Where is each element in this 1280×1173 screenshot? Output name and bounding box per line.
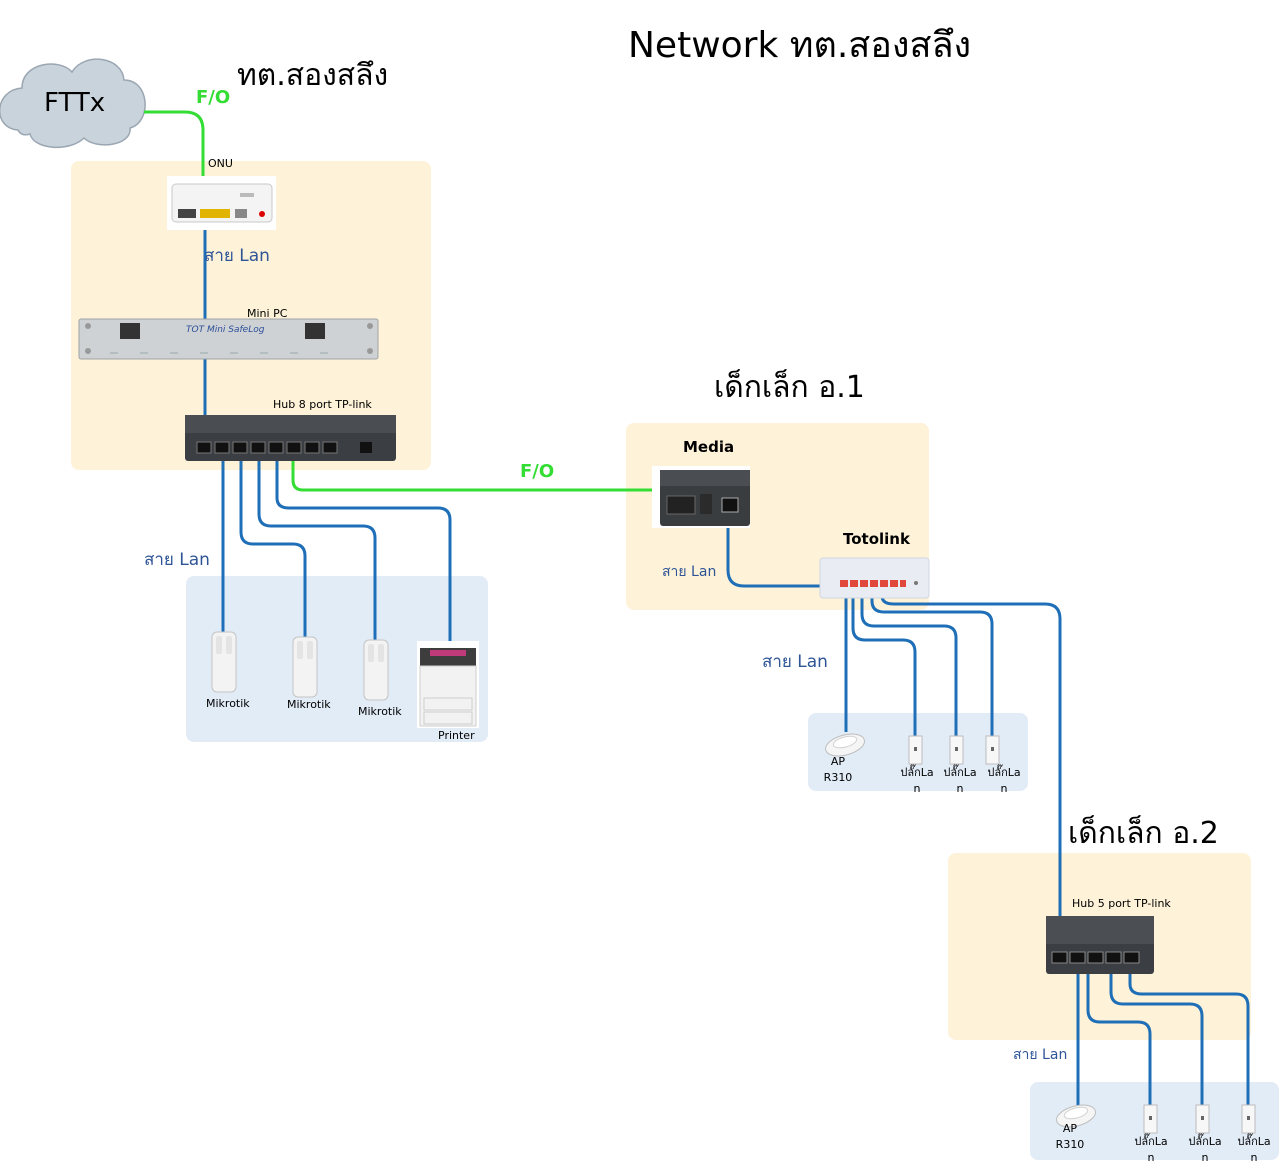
lan-line-hub-mikrotik-2 (239, 450, 307, 637)
lan-line-hub-mikrotik-3 (257, 450, 377, 640)
mikrotik-label-1: Mikrotik (206, 697, 250, 710)
plug-label-1b: ปลั๊กLa n (943, 766, 977, 795)
fiber-label-fttx: F/O (196, 87, 231, 108)
plug-label-2c: ปลั๊กLa n (1237, 1135, 1271, 1164)
fiber-line-fttx-onu (144, 110, 205, 176)
mini-pc-label: Mini PC (247, 307, 288, 320)
lan-label-site-1-media: สาย Lan (662, 564, 717, 580)
mikrotik-device-3 (363, 639, 389, 701)
lan-line-media-totolink (726, 512, 830, 588)
lan-line-hub5-plug-1 (1086, 962, 1152, 1105)
mikrotik-device-2 (292, 636, 318, 698)
plug-label-2a: ปลั๊กLa n (1134, 1135, 1168, 1164)
mikrotik-label-3: Mikrotik (358, 705, 402, 718)
media-label: Media (683, 438, 735, 456)
hub-5-port-label: Hub 5 port TP-link (1072, 897, 1171, 910)
lan-plug-device-1b (949, 735, 964, 765)
diagram-title: Network ทต.สองสลึง (628, 25, 972, 66)
lan-plug-device-1c (985, 735, 1000, 765)
lan-line-totolink-plug-2 (860, 588, 958, 736)
mini-pc-device (78, 318, 379, 360)
mikrotik-label-2: Mikrotik (287, 698, 331, 711)
totolink-label: Totolink (843, 530, 910, 548)
printer-device (417, 641, 479, 728)
cloud-label: FTTx (44, 88, 106, 118)
plug-label-2b: ปลั๊กLa n (1188, 1135, 1222, 1164)
lan-label-main-top: สาย Lan (204, 246, 270, 266)
lan-line-totolink-plug-1 (851, 588, 917, 736)
lan-label-site-2: สาย Lan (1013, 1047, 1068, 1063)
ap-device-2 (1056, 1104, 1096, 1128)
media-converter-device (652, 466, 750, 528)
onu-label: ONU (208, 157, 233, 170)
plug-label-1c: ปลั๊กLa n (987, 766, 1021, 795)
lan-line-hub-printer (275, 450, 452, 643)
lan-plug-device-1a (908, 735, 923, 765)
ap-label-1: AP R310 (823, 755, 853, 784)
plug-label-1a: ปลั๊กLa n (900, 766, 934, 795)
lan-line-hub5-plug-2 (1109, 962, 1204, 1105)
fiber-line-hub-media (291, 450, 662, 492)
mini-pc-brand: TOT Mini SafeLog (186, 325, 265, 335)
site-main-title: ทต.สองสลึง (237, 58, 389, 93)
lan-line-hub5-plug-3 (1128, 962, 1250, 1105)
lan-line-totolink-plug-3 (870, 588, 994, 736)
ap-device-1 (825, 733, 865, 757)
cloud-icon (0, 58, 146, 149)
ap-label-2: AP R310 (1055, 1122, 1085, 1151)
lan-plug-device-2c (1241, 1104, 1256, 1134)
site-1-title: เด็กเล็ก อ.1 (714, 370, 865, 405)
lan-label-main-bottom: สาย Lan (144, 550, 210, 570)
lan-plug-device-2b (1195, 1104, 1210, 1134)
lan-plug-device-2a (1143, 1104, 1158, 1134)
fiber-label-media: F/O (520, 461, 555, 482)
onu-device (167, 176, 276, 230)
hub-8-port-device (185, 415, 396, 461)
totolink-device (819, 557, 930, 599)
printer-label: Printer (438, 729, 475, 742)
lan-line-totolink-hub5 (880, 588, 1062, 953)
mikrotik-device-1 (211, 631, 237, 693)
hub-5-port-device (1046, 916, 1154, 974)
site-2-title: เด็กเล็ก อ.2 (1068, 816, 1219, 851)
hub-8-port-label: Hub 8 port TP-link (273, 398, 372, 411)
lan-label-site-1-devices: สาย Lan (762, 652, 828, 672)
